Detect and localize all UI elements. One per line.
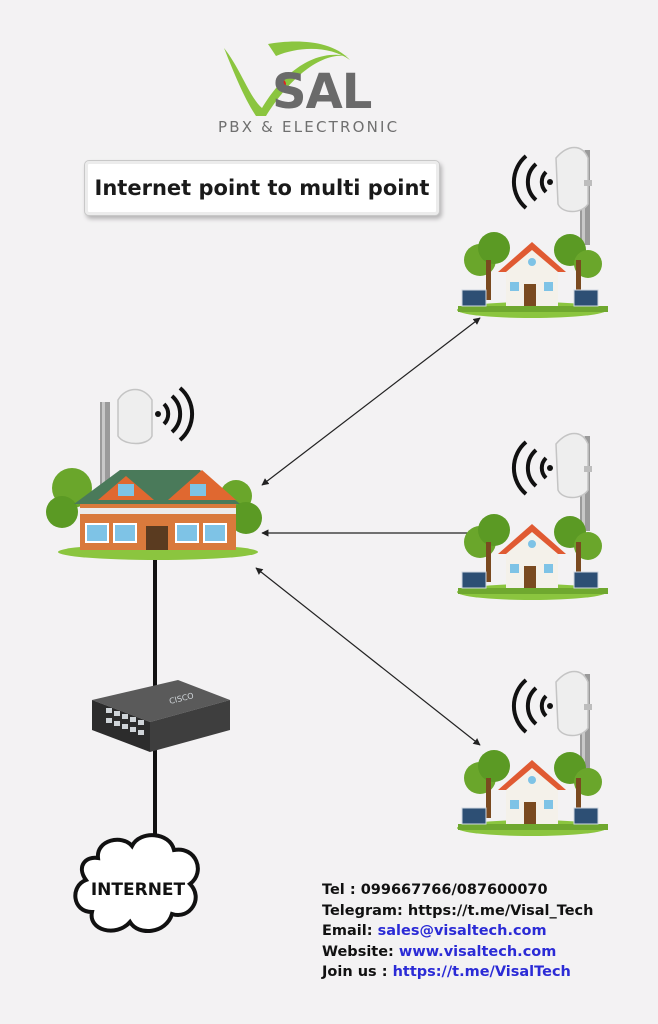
contact-tel: Tel : 099667766/087600070 [322,880,652,901]
telegram-link[interactable]: https://t.me/Visal_Tech [407,902,594,919]
remote-site-3 [456,669,609,837]
main-house-icon [46,468,262,560]
website-link[interactable]: www.visaltech.com [398,943,557,960]
network-switch-icon: CISCO [92,680,230,752]
visal-logo: SAL PBX & ELECTRONIC [210,38,450,148]
antenna-icon [511,669,594,771]
page-title: Internet point to multi point [94,176,430,200]
internet-label: INTERNET [90,880,186,900]
main-antenna-icon [100,386,195,497]
antenna-icon [511,431,594,533]
link-to-site-3 [255,567,481,746]
contact-info: Tel : 099667766/087600070 Telegram: http… [322,880,652,983]
antenna-icon [511,145,594,247]
remote-site-1 [456,145,609,319]
contact-website: Website: www.visaltech.com [322,942,652,963]
join-label: Join us : [322,964,388,980]
main-site [46,386,262,560]
contact-telegram: Telegram: https://t.me/Visal_Tech [322,901,652,922]
telegram-label: Telegram: [322,902,403,919]
tel-label: Tel : [322,882,356,898]
internet-cloud-icon [73,833,200,934]
join-link[interactable]: https://t.me/VisalTech [392,964,571,980]
logo-swoosh-icon [224,41,350,116]
remote-site-2 [456,431,609,601]
email-link[interactable]: sales@visaltech.com [377,923,547,939]
link-to-site-1 [261,317,481,486]
title-box: Internet point to multi point [84,160,440,216]
contact-join: Join us : https://t.me/VisalTech [322,962,652,983]
email-label: Email: [322,923,373,939]
website-label: Website: [322,943,394,960]
contact-email: Email: sales@visaltech.com [322,921,652,942]
tel-value: 099667766/087600070 [360,882,548,898]
brand-name: SAL [272,64,372,120]
brand-subtitle: PBX & ELECTRONIC [218,118,400,136]
